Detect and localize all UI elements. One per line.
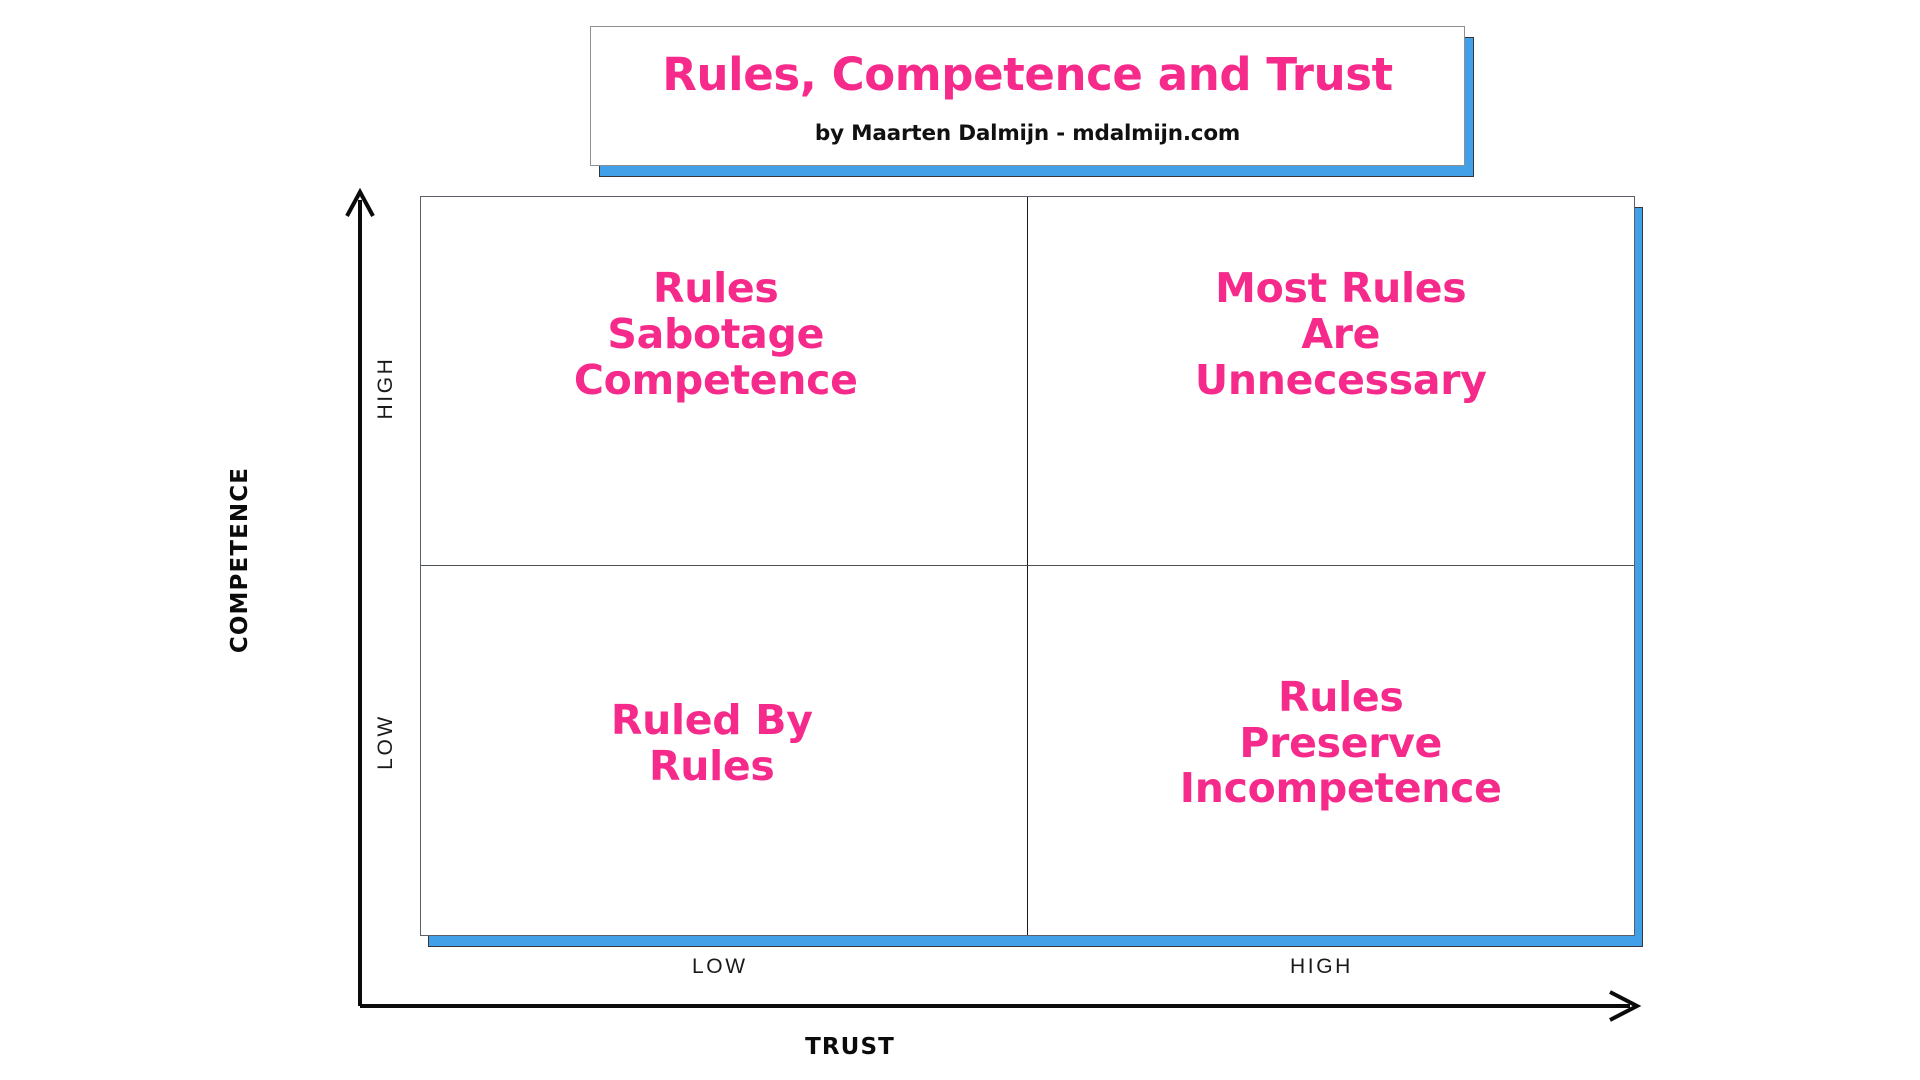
y-tick-low: LOW xyxy=(374,714,397,770)
quadrant-top-left-label: Rules Sabotage Competence xyxy=(573,264,858,404)
quadrant-matrix: Rules Sabotage Competence Most Rules Are… xyxy=(420,196,1643,947)
y-axis-title: COMPETENCE xyxy=(227,466,253,654)
y-tick-high: HIGH xyxy=(374,356,397,420)
title-card-body: Rules, Competence and Trust by Maarten D… xyxy=(590,26,1465,166)
quadrant-top-right-label: Most Rules Are Unnecessary xyxy=(1194,264,1487,404)
matrix-grid: Rules Sabotage Competence Most Rules Are… xyxy=(420,196,1635,936)
quadrant-bottom-left-label: Ruled By Rules xyxy=(610,695,813,790)
quadrant-top-left[interactable]: Rules Sabotage Competence xyxy=(421,197,1028,566)
x-axis-title: TRUST xyxy=(805,1034,895,1060)
x-tick-high: HIGH xyxy=(1290,955,1353,978)
quadrant-bottom-right[interactable]: Rules Preserve Incompetence xyxy=(1028,566,1635,935)
quadrant-top-right[interactable]: Most Rules Are Unnecessary xyxy=(1027,197,1634,566)
x-tick-low: LOW xyxy=(692,955,748,978)
y-axis-arrowhead xyxy=(345,187,375,217)
title-card: Rules, Competence and Trust by Maarten D… xyxy=(590,26,1474,177)
quadrant-bottom-left[interactable]: Ruled By Rules xyxy=(421,566,1028,935)
quadrant-bottom-right-label: Rules Preserve Incompetence xyxy=(1179,672,1502,813)
title-byline: by Maarten Dalmijn - mdalmijn.com xyxy=(814,120,1241,146)
page-title: Rules, Competence and Trust xyxy=(662,47,1393,101)
x-axis-arrowhead xyxy=(1609,990,1642,1022)
